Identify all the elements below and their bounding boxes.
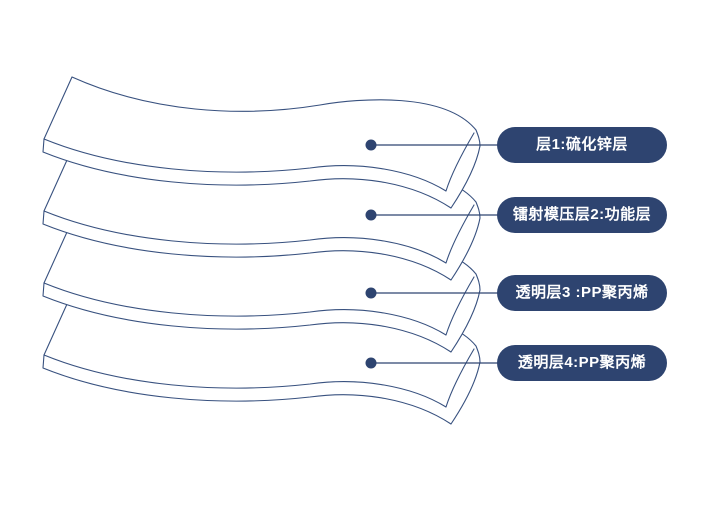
callout-dot-4: [365, 357, 377, 369]
callout-dot-3: [365, 287, 377, 299]
layer-label-pill-4: 透明层4:PP聚丙烯: [497, 345, 667, 381]
callout-connector-2: [365, 209, 499, 221]
callout-connector-4: [365, 357, 499, 369]
callout-connector-1: [365, 139, 499, 151]
callout-dot-2: [365, 209, 377, 221]
callout-dot-1: [365, 139, 377, 151]
layer-label-pill-2: 镭射模压层2:功能层: [497, 197, 667, 233]
callout-connector-3: [365, 287, 499, 299]
layer-label-pill-1: 层1:硫化锌层: [497, 127, 667, 163]
layer-label-pill-3: 透明层3 :PP聚丙烯: [497, 275, 667, 311]
